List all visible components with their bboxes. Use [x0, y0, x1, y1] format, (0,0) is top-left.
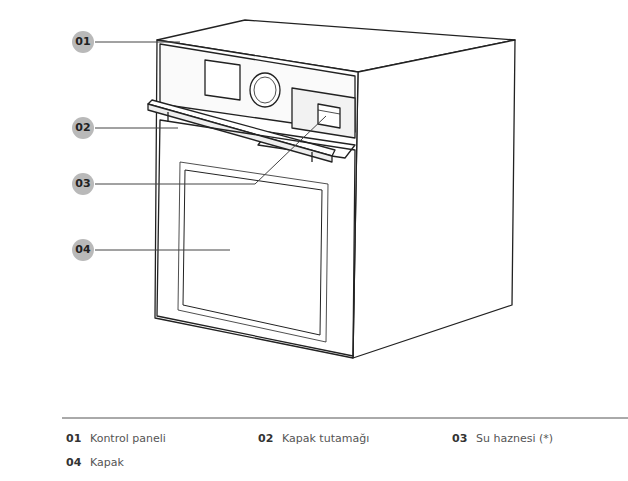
leader-line — [95, 42, 180, 43]
water-tank-recess — [292, 88, 355, 138]
door-handle-front — [148, 104, 332, 162]
leader-line — [95, 116, 326, 184]
knob-ring — [254, 77, 276, 103]
display — [205, 60, 240, 100]
callout-circle — [72, 31, 94, 53]
separator-line — [62, 418, 628, 419]
callout-circle — [72, 117, 94, 139]
leader-line — [95, 128, 178, 129]
door-window-frame — [178, 162, 328, 342]
callout-number: 04 — [75, 243, 90, 256]
door-window — [183, 170, 322, 335]
callout-number: 03 — [75, 177, 90, 190]
part-number: 03 — [452, 432, 467, 445]
part-number: 02 — [258, 432, 273, 445]
callout-number: 02 — [75, 121, 90, 134]
leader-line — [95, 250, 230, 251]
oven-side — [353, 40, 515, 358]
callout-circle — [72, 173, 94, 195]
part-name: Su haznesi (*) — [476, 432, 553, 445]
control-knob — [250, 73, 280, 107]
handle-mount — [311, 152, 312, 162]
part-name: Kapak — [90, 456, 124, 469]
part-name: Kapak tutamağı — [282, 432, 369, 445]
part-number: 04 — [66, 456, 81, 469]
handle-mount — [167, 112, 168, 122]
water-tank-edge — [318, 110, 340, 114]
part-number: 01 — [66, 432, 81, 445]
water-tank — [318, 104, 340, 128]
callout-number: 01 — [75, 35, 90, 48]
part-name: Kontrol paneli — [90, 432, 166, 445]
callout-circle — [72, 239, 94, 261]
oven-door — [157, 120, 355, 356]
oven-front — [155, 40, 358, 358]
